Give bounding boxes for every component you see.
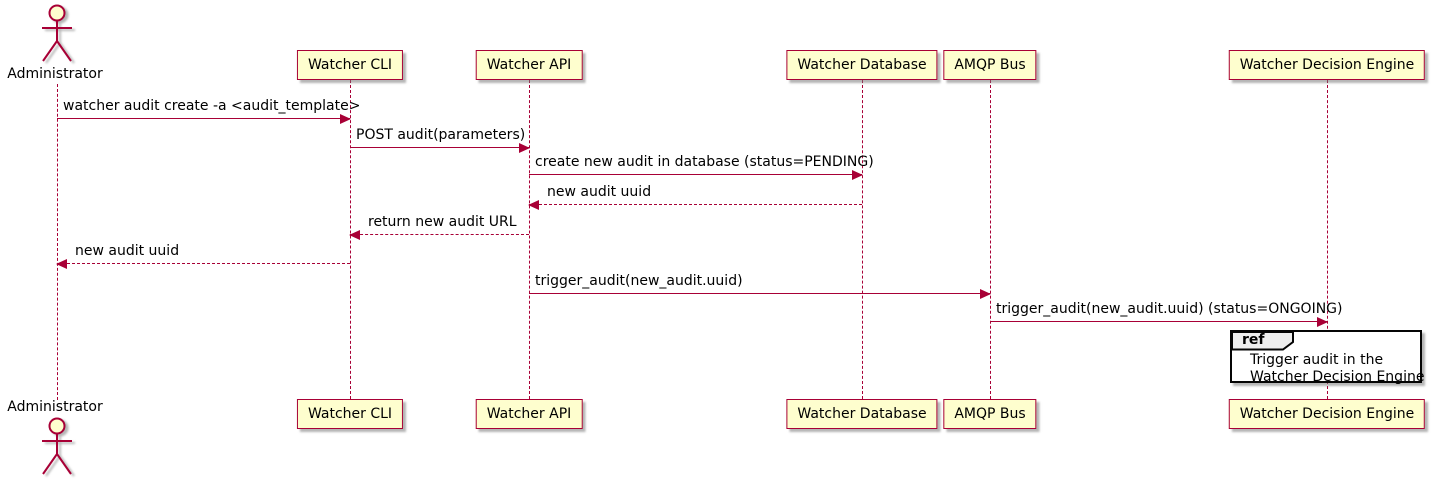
participant-watcher-decision-engine-bottom: Watcher Decision Engine <box>1228 399 1426 429</box>
message-arrow <box>349 229 529 240</box>
arrowhead-right-icon <box>852 169 863 180</box>
lifeline-watcher-database <box>862 80 863 399</box>
ref-text: Trigger audit in the Watcher Decision En… <box>1250 352 1424 386</box>
participant-watcher-api-bottom: Watcher API <box>475 399 583 429</box>
arrowhead-left-icon <box>528 199 539 210</box>
arrowhead-right-icon <box>340 113 351 124</box>
message-new-audit-uuid-db: new audit uuid <box>528 184 862 210</box>
ref-fragment: ref Trigger audit in the Watcher Decisio… <box>1230 330 1424 386</box>
message-create-audit-db: create new audit in database (status=PEN… <box>529 154 874 180</box>
message-arrow <box>528 199 862 210</box>
participant-watcher-decision-engine-top: Watcher Decision Engine <box>1228 50 1426 80</box>
participant-watcher-cli-bottom: Watcher CLI <box>296 399 404 429</box>
message-label: trigger_audit(new_audit.uuid) <box>535 273 743 289</box>
ref-text-line: Trigger audit in the <box>1250 352 1384 368</box>
arrowhead-left-icon <box>349 229 360 240</box>
message-label: return new audit URL <box>368 214 517 230</box>
arrowhead-left-icon <box>56 258 67 269</box>
message-arrow <box>57 113 351 124</box>
message-arrow <box>529 169 863 180</box>
message-audit-create: watcher audit create -a <audit_template> <box>57 98 361 124</box>
lifeline-watcher-decision-engine <box>1327 80 1328 399</box>
lifeline-watcher-api <box>529 80 530 399</box>
arrowhead-right-icon <box>980 288 991 299</box>
participant-watcher-cli-top: Watcher CLI <box>296 50 404 80</box>
message-trigger-audit: trigger_audit(new_audit.uuid) <box>529 273 991 299</box>
message-label: new audit uuid <box>75 243 180 259</box>
message-label: trigger_audit(new_audit.uuid) (status=ON… <box>996 301 1343 317</box>
lifeline-administrator <box>57 84 58 400</box>
ref-tab-icon <box>1231 331 1294 351</box>
participant-watcher-database-top: Watcher Database <box>786 50 938 80</box>
message-trigger-audit-ongoing: trigger_audit(new_audit.uuid) (status=ON… <box>990 301 1343 327</box>
arrowhead-right-icon <box>1317 316 1328 327</box>
message-label: watcher audit create -a <audit_template> <box>63 98 361 114</box>
actor-label-top: Administrator <box>7 66 103 82</box>
message-arrow <box>529 288 991 299</box>
message-arrow <box>56 258 350 269</box>
message-label: POST audit(parameters) <box>356 127 526 143</box>
message-post-audit: POST audit(parameters) <box>350 127 530 153</box>
participant-amqp-bus-top: AMQP Bus <box>943 50 1037 80</box>
ref-keyword: ref <box>1242 332 1265 348</box>
ref-text-line: Watcher Decision Engine <box>1250 369 1425 385</box>
message-return-audit-url: return new audit URL <box>349 214 529 240</box>
actor-icon <box>42 4 72 62</box>
actor-icon <box>42 417 72 475</box>
participant-watcher-api-top: Watcher API <box>475 50 583 80</box>
participant-watcher-database-bottom: Watcher Database <box>786 399 938 429</box>
message-new-audit-uuid-admin: new audit uuid <box>56 243 350 269</box>
lifeline-watcher-cli <box>350 80 351 399</box>
message-label: create new audit in database (status=PEN… <box>535 154 874 170</box>
lifeline-amqp-bus <box>990 80 991 399</box>
message-arrow <box>350 142 530 153</box>
participant-amqp-bus-bottom: AMQP Bus <box>943 399 1037 429</box>
message-arrow <box>990 316 1328 327</box>
message-label: new audit uuid <box>547 184 652 200</box>
actor-label-bottom: Administrator <box>7 399 103 415</box>
arrowhead-right-icon <box>519 142 530 153</box>
